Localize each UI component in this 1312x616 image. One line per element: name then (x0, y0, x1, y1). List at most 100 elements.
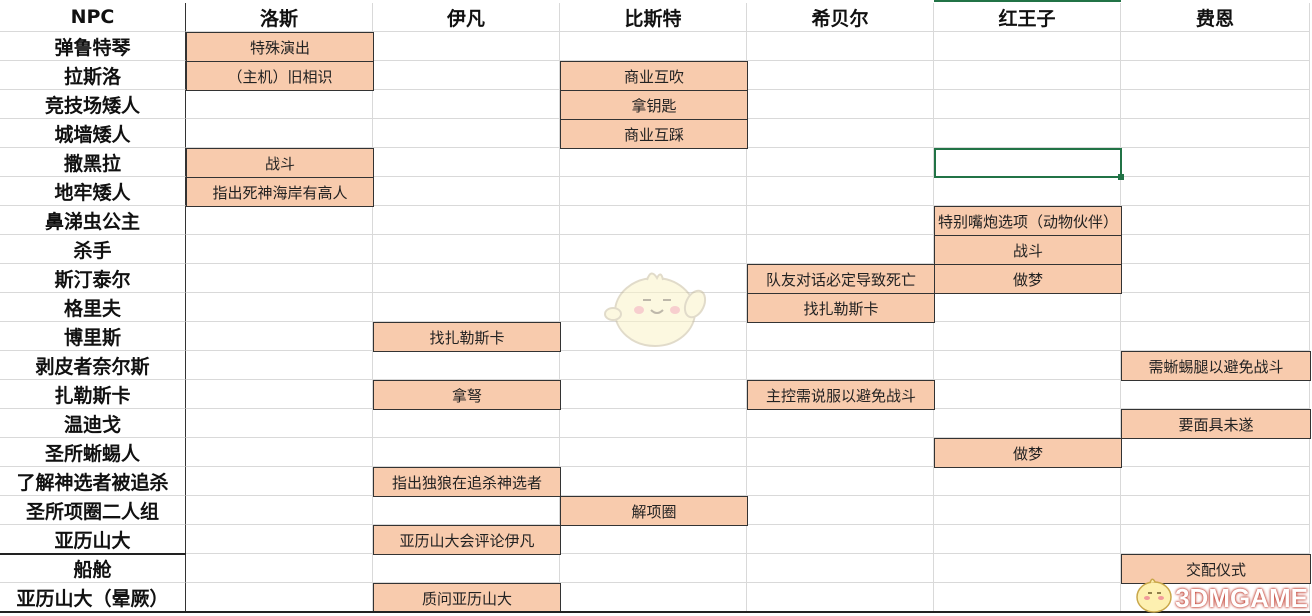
grid-cell[interactable] (934, 496, 1121, 525)
grid-cell[interactable] (747, 119, 934, 148)
grid-cell[interactable] (934, 61, 1121, 90)
grid-cell[interactable] (934, 293, 1121, 322)
grid-cell[interactable] (373, 554, 560, 583)
grid-cell[interactable] (186, 119, 373, 148)
column-header-npc[interactable]: NPC (0, 3, 186, 32)
grid-cell[interactable] (1121, 235, 1310, 264)
grid-cell[interactable] (560, 467, 747, 496)
grid-cell[interactable] (560, 351, 747, 380)
interaction-cell[interactable]: 亚历山大会评论伊凡 (373, 525, 561, 555)
grid-cell[interactable] (186, 554, 373, 583)
grid-cell[interactable] (934, 583, 1121, 612)
grid-cell[interactable] (560, 235, 747, 264)
npc-name-cell[interactable]: 地牢矮人 (0, 177, 186, 206)
grid-cell[interactable] (373, 148, 560, 177)
grid-cell[interactable] (373, 264, 560, 293)
grid-cell[interactable] (934, 177, 1121, 206)
grid-cell[interactable] (186, 496, 373, 525)
grid-cell[interactable] (934, 554, 1121, 583)
grid-cell[interactable] (1121, 177, 1310, 206)
grid-cell[interactable] (373, 90, 560, 119)
interaction-cell[interactable]: 做梦 (934, 264, 1122, 294)
grid-cell[interactable] (747, 496, 934, 525)
grid-cell[interactable] (560, 525, 747, 554)
selected-cell[interactable] (934, 148, 1122, 178)
column-header[interactable]: 比斯特 (560, 3, 747, 32)
grid-cell[interactable] (747, 438, 934, 467)
grid-cell[interactable] (747, 206, 934, 235)
grid-cell[interactable] (186, 525, 373, 554)
npc-name-cell[interactable]: 博里斯 (0, 322, 186, 351)
npc-name-cell[interactable]: 了解神选者被追杀 (0, 467, 186, 496)
grid-cell[interactable] (373, 206, 560, 235)
column-header[interactable]: 费恩 (1121, 3, 1310, 32)
interaction-cell[interactable]: 解项圈 (560, 496, 748, 526)
grid-cell[interactable] (934, 322, 1121, 351)
grid-cell[interactable] (373, 293, 560, 322)
grid-cell[interactable] (747, 235, 934, 264)
grid-cell[interactable] (747, 409, 934, 438)
grid-cell[interactable] (373, 438, 560, 467)
interaction-cell[interactable]: 做梦 (934, 438, 1122, 468)
grid-cell[interactable] (1121, 264, 1310, 293)
grid-cell[interactable] (373, 119, 560, 148)
grid-cell[interactable] (934, 409, 1121, 438)
grid-cell[interactable] (186, 380, 373, 409)
npc-name-cell[interactable]: 城墙矮人 (0, 119, 186, 148)
npc-name-cell[interactable]: 圣所蜥蜴人 (0, 438, 186, 467)
grid-cell[interactable] (560, 438, 747, 467)
column-header[interactable]: 红王子 (934, 3, 1121, 32)
grid-cell[interactable] (560, 409, 747, 438)
npc-name-cell[interactable]: 剥皮者奈尔斯 (0, 351, 186, 380)
grid-cell[interactable] (934, 380, 1121, 409)
grid-cell[interactable] (1121, 90, 1310, 119)
grid-cell[interactable] (186, 293, 373, 322)
grid-cell[interactable] (747, 61, 934, 90)
grid-cell[interactable] (747, 525, 934, 554)
grid-cell[interactable] (747, 177, 934, 206)
grid-cell[interactable] (560, 148, 747, 177)
grid-cell[interactable] (560, 380, 747, 409)
grid-cell[interactable] (934, 467, 1121, 496)
interaction-cell[interactable]: 特殊演出 (186, 32, 374, 62)
grid-cell[interactable] (747, 554, 934, 583)
grid-cell[interactable] (186, 264, 373, 293)
interaction-cell[interactable]: 主控需说服以避免战斗 (747, 380, 935, 410)
interaction-cell[interactable]: 特别嘴炮选项（动物伙伴） (934, 206, 1122, 236)
npc-name-cell[interactable]: 亚历山大 (0, 525, 186, 554)
npc-name-cell[interactable]: 斯汀泰尔 (0, 264, 186, 293)
grid-cell[interactable] (747, 148, 934, 177)
interaction-cell[interactable]: （主机）旧相识 (186, 61, 374, 91)
grid-cell[interactable] (747, 90, 934, 119)
interaction-cell[interactable]: 需蜥蜴腿以避免战斗 (1121, 351, 1311, 381)
npc-name-cell[interactable]: 船舱 (0, 554, 186, 583)
npc-name-cell[interactable]: 格里夫 (0, 293, 186, 322)
grid-cell[interactable] (934, 90, 1121, 119)
grid-cell[interactable] (1121, 32, 1310, 61)
interaction-cell[interactable]: 商业互吹 (560, 61, 748, 91)
interaction-cell[interactable]: 拿弩 (373, 380, 561, 410)
npc-name-cell[interactable]: 圣所项圈二人组 (0, 496, 186, 525)
grid-cell[interactable] (373, 177, 560, 206)
grid-cell[interactable] (373, 235, 560, 264)
npc-name-cell[interactable]: 亚历山大（晕厥） (0, 583, 186, 612)
npc-name-cell[interactable]: 拉斯洛 (0, 61, 186, 90)
column-header[interactable]: 希贝尔 (747, 3, 934, 32)
grid-cell[interactable] (747, 583, 934, 612)
grid-cell[interactable] (186, 438, 373, 467)
npc-name-cell[interactable]: 竞技场矮人 (0, 90, 186, 119)
interaction-cell[interactable]: 找扎勒斯卡 (373, 322, 561, 352)
grid-cell[interactable] (747, 351, 934, 380)
grid-cell[interactable] (1121, 61, 1310, 90)
grid-cell[interactable] (934, 525, 1121, 554)
grid-cell[interactable] (560, 177, 747, 206)
grid-cell[interactable] (186, 235, 373, 264)
grid-cell[interactable] (1121, 380, 1310, 409)
grid-cell[interactable] (373, 351, 560, 380)
interaction-cell[interactable]: 质问亚历山大 (373, 583, 561, 613)
grid-cell[interactable] (560, 206, 747, 235)
grid-cell[interactable] (1121, 322, 1310, 351)
grid-cell[interactable] (1121, 467, 1310, 496)
interaction-cell[interactable]: 指出死神海岸有高人 (186, 177, 374, 207)
interaction-cell[interactable]: 指出独狼在追杀神选者 (373, 467, 561, 497)
